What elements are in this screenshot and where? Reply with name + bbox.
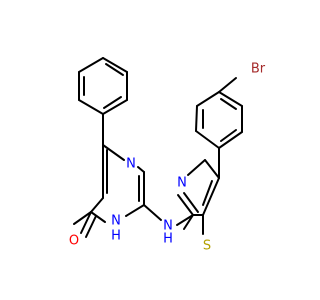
bromine-atom-label: Br: [251, 62, 266, 77]
nitrogen-lower-label: N: [111, 214, 121, 229]
hydrogen-ring-label: H: [111, 229, 121, 244]
thiazole-ring: [177, 159, 220, 235]
nitrogen-upper-label: N: [126, 157, 136, 172]
pyrimidinone-ring: [90, 113, 145, 223]
nitrogen-thiazole-label: N: [177, 176, 187, 191]
hydrogen-amine-label: H: [163, 232, 173, 247]
oxygen-atom-label: O: [69, 234, 79, 249]
carbonyl-group: [73, 211, 97, 238]
molecule-structure: O N N H N H N S Br: [69, 57, 266, 254]
sulfur-atom-label: S: [203, 239, 211, 254]
phenyl-ring: [78, 57, 128, 115]
molecule-diagram: O N N H N H N S Br: [68, 57, 266, 254]
amine-linker: [143, 204, 194, 226]
nitrogen-amine-label: N: [163, 219, 173, 234]
bromophenyl-ring: [195, 77, 243, 179]
